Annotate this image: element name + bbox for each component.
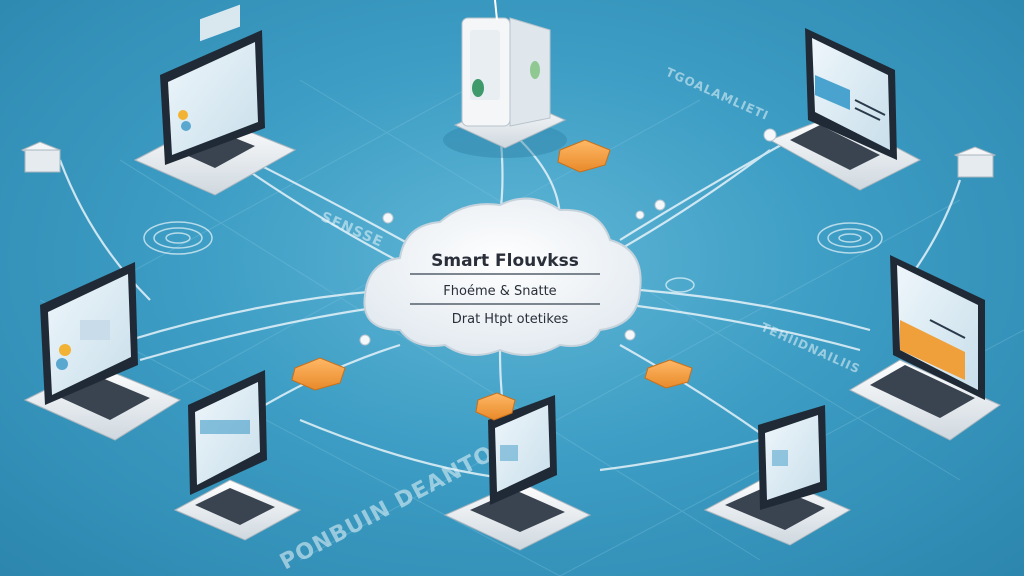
hub-node-top	[557, 139, 611, 173]
signal-rings	[143, 221, 883, 293]
cloud-line-1: Fhoéme & Snatte	[443, 284, 556, 299]
central-cloud: Smart Flouvkss Fhoéme & Snatte Drat Htpt…	[363, 197, 642, 356]
laptop-top-right-icon	[768, 28, 922, 191]
ghost-label-left-mid: SENSSE	[318, 209, 385, 251]
laptop-left-icon	[23, 262, 182, 441]
cloud-title: Smart Flouvkss	[431, 251, 579, 271]
plug-left-icon	[20, 141, 62, 173]
laptop-right-icon	[848, 255, 1002, 441]
laptop-top-left-icon	[133, 4, 297, 196]
orange-hub-nodes	[291, 139, 693, 421]
cable-connector-beads	[359, 128, 777, 346]
plug-right-icon	[953, 146, 997, 178]
server-tower-icon	[443, 0, 567, 158]
hub-node-left	[291, 357, 346, 391]
desktop-bottom-center-icon	[443, 395, 592, 551]
hub-node-right	[644, 359, 693, 389]
desktop-bottom-right-icon	[703, 405, 852, 546]
desktop-bottom-left-icon	[173, 370, 302, 541]
ghost-label-top-right: TGOALAMLIETI	[664, 65, 771, 123]
cloud-line-2: Drat Htpt otetikes	[452, 312, 569, 327]
hub-node-bottom	[475, 392, 516, 421]
